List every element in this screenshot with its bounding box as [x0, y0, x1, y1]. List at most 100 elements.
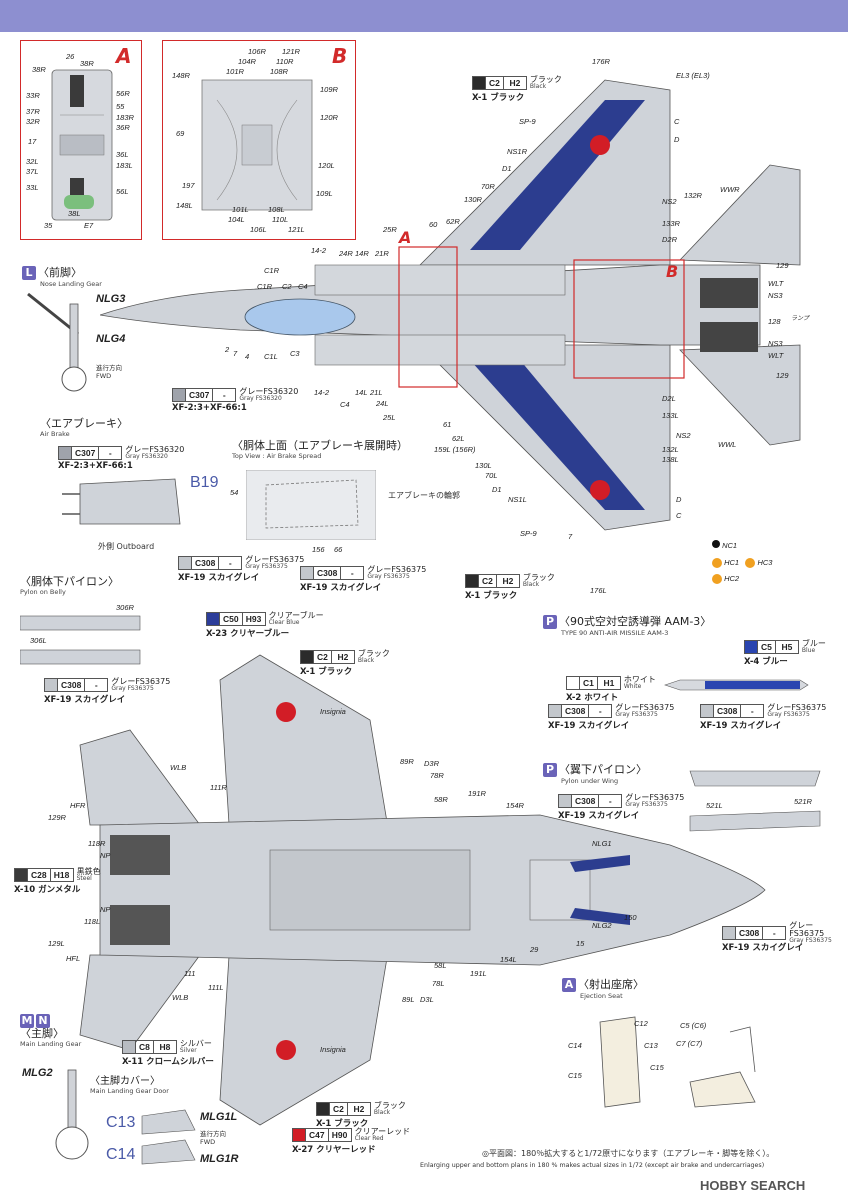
label: 37L [26, 167, 39, 176]
color-x: XF-2:3+XF-66:1 [172, 403, 247, 413]
label: 148L [176, 201, 193, 210]
label: WWR [720, 185, 740, 194]
color-code: C308 [58, 678, 86, 692]
label: 55 [116, 102, 125, 111]
label: 54 [230, 488, 239, 497]
label: 89L [402, 995, 415, 1004]
color-name-en: Gray FS36375 [367, 573, 410, 580]
title-jp: 〈主脚カバー〉 [90, 1076, 160, 1087]
color-code: C47 [306, 1128, 329, 1142]
color-name: グレーFS36375 [625, 793, 685, 802]
label: 129 [776, 371, 789, 380]
label: 69 [176, 129, 185, 138]
main-gear-drawing [55, 1069, 89, 1160]
section-pill: A [562, 978, 576, 992]
color-name-en: Gray FS36375 [111, 685, 154, 692]
label: 4 [245, 352, 250, 361]
color-swatch [178, 556, 192, 570]
label: 176L [590, 586, 607, 595]
label: D [676, 495, 682, 504]
color-swatch [206, 612, 220, 626]
hobby-code: - [763, 926, 787, 940]
label: 78R [430, 771, 444, 780]
color-name-en: Clear Blue [268, 619, 300, 626]
label: 108L [268, 205, 285, 214]
label: 132R [684, 191, 702, 200]
color-name-en: Black [522, 581, 540, 588]
color-x: X-1 ブラック [300, 667, 353, 677]
color-x: X-1 ブラック [472, 93, 525, 103]
label: 33L [26, 183, 39, 192]
label: 89R [400, 757, 414, 766]
label: NS1R [507, 147, 528, 156]
color-x: X-10 ガンメタル [14, 885, 81, 895]
label: MLG1L [200, 1111, 238, 1123]
color-x: XF-19 スカイグレイ [178, 573, 260, 583]
c13-label: C13 [106, 1114, 136, 1131]
label: 133L [662, 411, 679, 420]
color-name: ブラック [522, 573, 555, 582]
color-x: X-11 クロームシルバー [122, 1057, 214, 1067]
label: WLB [172, 993, 189, 1002]
label: 521R [794, 797, 812, 806]
color-swatch [300, 566, 314, 580]
color-name: ブラック [529, 75, 562, 84]
fwd-en: FWD [96, 372, 112, 380]
color-code: C308 [562, 704, 590, 718]
color-name-en: Blue [801, 647, 816, 654]
label: HFL [66, 954, 81, 963]
label: NS3 [768, 339, 783, 348]
label: 129 [776, 261, 789, 270]
detail-b-letter: B [332, 44, 348, 68]
label: 129R [48, 813, 66, 822]
label: 58L [434, 961, 447, 970]
legend-hc3: HC3 [757, 558, 773, 567]
label: 121R [282, 47, 300, 56]
label: 7 [568, 532, 573, 541]
title-en: TYPE 90 ANTI-AIR MISSILE AAM-3 [561, 629, 669, 637]
label: 197 [182, 181, 195, 190]
color-name-en: Gray FS36375 [767, 711, 810, 718]
detail-a-drawing [51, 69, 113, 221]
detail-b-drawing [201, 79, 313, 211]
color-swatch [700, 704, 714, 718]
air-brake-top-drawing [246, 470, 376, 540]
hobby-code: - [341, 566, 365, 580]
frame-b-letter: B [666, 262, 679, 281]
label: 38R [80, 59, 94, 68]
label: 70R [481, 182, 495, 191]
label: 106R [248, 47, 266, 56]
label: 109L [316, 189, 333, 198]
label: 14-2 [311, 246, 327, 255]
decal-legend: NC1 HC1 HC3 HC2 [712, 540, 773, 585]
label: C5 (C6) [680, 1021, 707, 1030]
air-brake-drawing [62, 478, 181, 525]
label: 183R [116, 113, 134, 122]
nose-gear-title: L〈前脚〉Nose Landing Gear [22, 266, 102, 288]
color-code: C308 [735, 926, 764, 940]
label: 26 [66, 52, 75, 61]
hobby-code: - [99, 446, 123, 460]
color-name: シルバー [179, 1039, 212, 1048]
label: SP-9 [519, 117, 536, 126]
label: 129L [48, 939, 65, 948]
outline-label: エアブレーキの輪郭 [388, 491, 460, 500]
air-brake-top-title: 〈胴体上面（エアブレーキ展開時）Top View : Air Brake Spr… [232, 439, 408, 460]
label: 191L [470, 969, 487, 978]
label: 15 [576, 939, 585, 948]
color-code: C1 [580, 676, 598, 690]
label: C15 [650, 1063, 664, 1072]
color-swatch [566, 676, 580, 690]
label: 148R [172, 71, 190, 80]
label: 104L [228, 215, 245, 224]
label: 62L [452, 434, 465, 443]
label: WLB [170, 763, 187, 772]
color-swatch [472, 76, 486, 90]
